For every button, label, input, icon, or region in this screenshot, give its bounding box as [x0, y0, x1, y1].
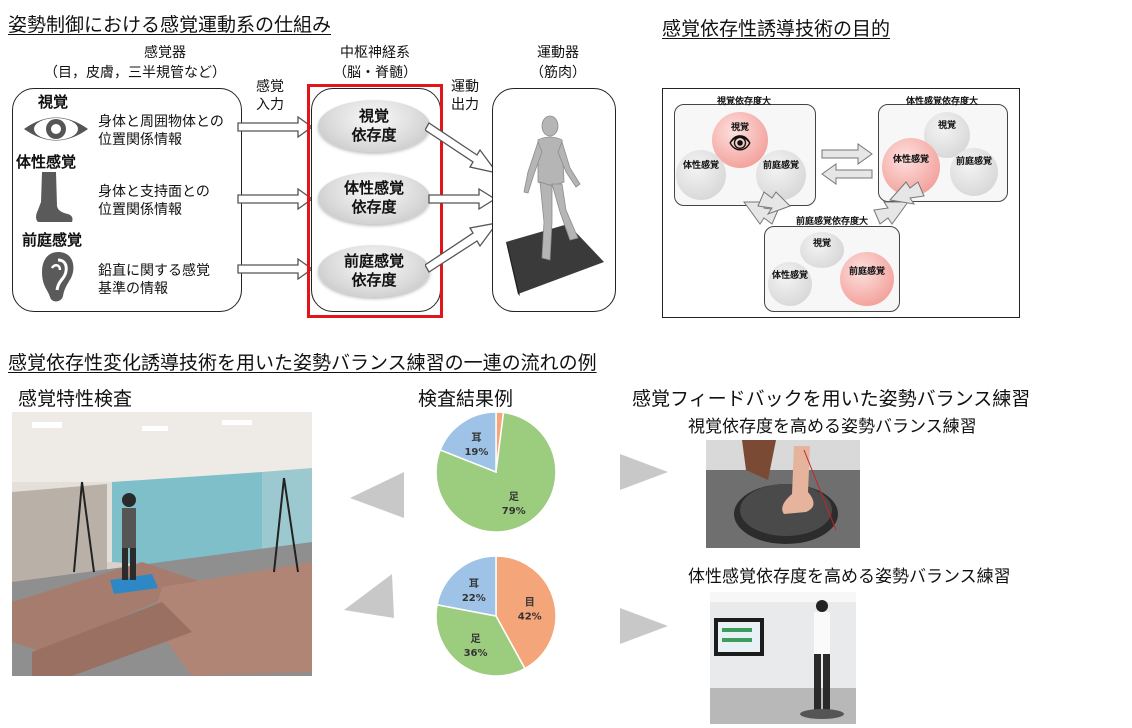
row-somato-desc-line1: 身体と支持面との: [98, 184, 210, 200]
row-visual-name: 視覚: [38, 93, 69, 111]
row-visual-desc: 身体と周囲物体との 位置関係情報: [98, 113, 224, 149]
leg-icon: [36, 172, 73, 222]
section-title-flow: 感覚依存性変化誘導技術を用いた姿勢バランス練習の一連の流れの例: [8, 352, 597, 374]
f1-somato-label: 体性感覚: [682, 161, 719, 171]
f3-visual-circle: 視覚: [800, 232, 844, 268]
pie-slice-耳: [436, 555, 497, 617]
node-vestib-line1: 前庭感覚: [343, 252, 404, 270]
node-visual-dependency: 視覚 依存度: [318, 100, 430, 152]
flow-arrow-to-practice1: [620, 454, 668, 490]
flow-arrow-result-to-test: [344, 574, 394, 618]
f2-vestib-label: 前庭感覚: [955, 157, 992, 167]
row-vestib-desc: 鉛直に関する感覚 基準の情報: [98, 262, 210, 298]
practice2-photo: [710, 592, 856, 724]
sensory-test-photo: [12, 412, 312, 676]
node-somato-line2: 依存度: [351, 198, 397, 216]
row-somato-desc-line2: 位置関係情報: [98, 202, 182, 218]
motor-output-label: 運動 出力: [440, 78, 490, 114]
pie-slice-足: [435, 603, 526, 677]
motor-subtitle: （筋肉）: [530, 65, 586, 81]
f1-visual-label: 視覚: [730, 123, 749, 133]
motor-title: 運動器: [537, 45, 579, 61]
row-visual-desc-line2: 位置関係情報: [98, 132, 182, 148]
f3-somato-label: 体性感覚: [771, 271, 808, 281]
pie-value-label: 22%: [462, 593, 486, 604]
sensors-title: 感覚器: [144, 45, 186, 61]
pie-chart-1: 目2%足79%耳19%: [435, 411, 557, 533]
node-vestib-line2: 依存度: [351, 271, 397, 289]
f2-somato-circle: 体性感覚: [882, 138, 940, 196]
f2-somato-label: 体性感覚: [892, 155, 929, 165]
eye-icon: 👁: [728, 133, 752, 154]
f1-vestib-label: 前庭感覚: [762, 161, 799, 171]
section-title-purpose: 感覚依存性誘導技術の目的: [662, 18, 891, 40]
f3-vestib-label: 前庭感覚: [848, 267, 885, 277]
f1-visual-circle: 視覚 👁: [712, 112, 768, 168]
practice1-photo: [706, 440, 860, 548]
col1-title: 感覚特性検査: [18, 388, 133, 410]
ear-icon: [42, 252, 74, 302]
human-figure-image: [506, 115, 604, 296]
transition-arrows: [743, 143, 925, 225]
section-title-mechanism: 姿勢制御における感覚運動系の仕組み: [8, 14, 332, 36]
cns-subtitle: （脳・脊髄）: [333, 65, 417, 81]
row-somato-desc: 身体と支持面との 位置関係情報: [98, 183, 210, 219]
node-visual-line1: 視覚: [358, 107, 389, 125]
row-somato-name: 体性感覚: [16, 153, 77, 171]
node-somato-dependency: 体性感覚 依存度: [318, 172, 430, 224]
f3-visual-label: 視覚: [812, 239, 831, 249]
pie-category-label: 足: [471, 633, 482, 645]
f1-somato-circle: 体性感覚: [676, 150, 726, 200]
motor-output-line1: 運動: [451, 79, 479, 95]
col3-title: 感覚フィードバックを用いた姿勢バランス練習: [632, 388, 1031, 410]
sense-input-label: 感覚 入力: [245, 78, 295, 114]
sensors-subtitle: （目，皮膚，三半規管など）: [44, 65, 226, 81]
f2-visual-label: 視覚: [937, 121, 956, 131]
sense-input-line1: 感覚: [256, 79, 284, 95]
frame-visual-title: 視覚依存度大: [716, 97, 771, 107]
col2-title: 検査結果例: [418, 388, 514, 410]
pie-slice-目: [495, 555, 557, 670]
f2-vestib-circle: 前庭感覚: [950, 148, 998, 196]
practice2-title: 体性感覚依存度を高める姿勢バランス練習: [688, 567, 1011, 587]
output-arrows: [425, 122, 499, 273]
pie-value-label: 19%: [464, 447, 488, 458]
sense-input-line2: 入力: [256, 97, 284, 113]
f3-somato-circle: 体性感覚: [768, 262, 812, 306]
row-vestib-name: 前庭感覚: [22, 231, 83, 249]
row-vestib-desc-line2: 基準の情報: [98, 281, 168, 297]
practice1-title: 視覚依存度を高める姿勢バランス練習: [688, 417, 977, 437]
node-somato-line1: 体性感覚: [343, 179, 404, 197]
pie-value-label: 42%: [518, 611, 542, 622]
flow-arrow-to-practice2: [620, 608, 668, 644]
cns-title: 中枢神経系: [340, 45, 410, 61]
flow-arrow-test-to-result: [350, 472, 404, 518]
row-visual-desc-line1: 身体と周囲物体との: [98, 114, 224, 130]
pie-value-label: 79%: [502, 506, 526, 517]
pie-category-label: 耳: [469, 578, 479, 590]
pie-chart-2: 目 42% 足 36% 耳 22%: [435, 555, 557, 677]
node-vestib-dependency: 前庭感覚 依存度: [318, 245, 430, 297]
row-vestib-desc-line1: 鉛直に関する感覚: [98, 263, 210, 279]
pie-slice-耳: [439, 411, 497, 474]
node-visual-line2: 依存度: [351, 126, 397, 144]
pie-category-label: 耳: [471, 432, 481, 444]
input-arrows: [237, 115, 314, 281]
motor-output-line2: 出力: [451, 97, 479, 113]
eye-icon: [24, 117, 88, 141]
f3-vestib-circle: 前庭感覚: [840, 252, 894, 306]
pie-category-label: 足: [509, 491, 520, 503]
pie-category-label: 目: [525, 596, 535, 608]
frame-vestib-title: 前庭感覚依存度大: [795, 217, 868, 227]
frame-somato-title: 体性感覚依存度大: [905, 97, 978, 107]
pie-value-label: 36%: [464, 648, 488, 659]
